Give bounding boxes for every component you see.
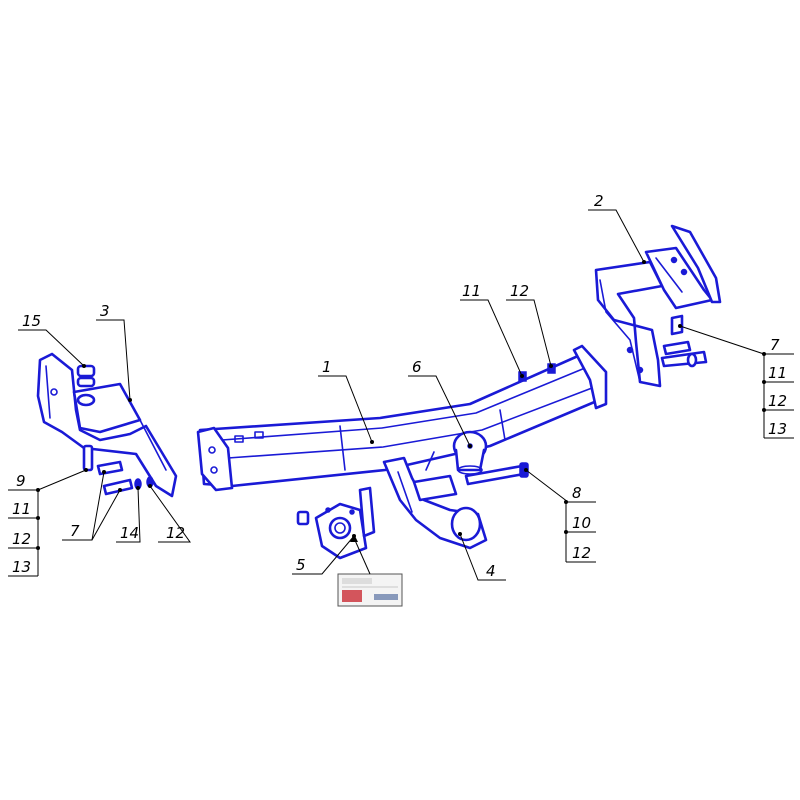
callout-12-right-mid: 12 [572, 544, 591, 562]
callout-13-right: 13 [768, 420, 787, 438]
right-mounting-bracket [594, 224, 722, 388]
callout-8: 8 [572, 484, 582, 502]
callout-5: 5 [296, 556, 306, 574]
callout-12-top: 12 [510, 282, 529, 300]
callout-labels: 1 2 3 15 6 11 12 5 4 8 10 12 7 11 12 13 … [12, 192, 787, 580]
callout-9: 9 [16, 472, 26, 490]
callout-6: 6 [412, 358, 422, 376]
callout-11-right: 11 [768, 364, 787, 382]
callout-4: 4 [486, 562, 496, 580]
callout-7-right: 7 [770, 336, 780, 354]
callout-11-top: 11 [462, 282, 481, 300]
tow-ball-mount [382, 451, 529, 550]
socket-mounting-plate [296, 486, 376, 560]
callout-13-left: 13 [12, 558, 31, 576]
identification-plate [337, 573, 403, 607]
callout-11-left: 11 [12, 500, 31, 518]
callout-12-left: 12 [12, 530, 31, 548]
callout-3: 3 [100, 302, 110, 320]
callout-14: 14 [120, 524, 139, 542]
left-mounting-bracket [36, 352, 178, 498]
callout-7-left: 7 [70, 522, 80, 540]
callout-2: 2 [594, 192, 604, 210]
main-cross-beam [196, 344, 608, 492]
callout-12-left-bracket: 12 [166, 524, 185, 542]
callout-12-right: 12 [768, 392, 787, 410]
tow-ball [452, 430, 488, 475]
callout-10: 10 [572, 514, 591, 532]
callout-15: 15 [22, 312, 41, 330]
callout-1: 1 [322, 358, 332, 376]
leader-lines [8, 209, 794, 581]
